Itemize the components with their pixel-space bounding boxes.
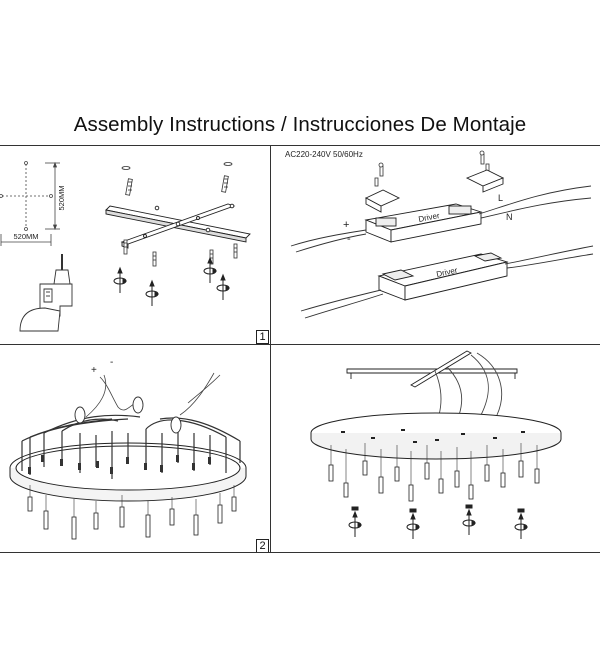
top-divider (0, 145, 600, 146)
input-wires (290, 185, 592, 253)
step-2-number: 2 (256, 539, 269, 552)
led-pendants-lower (27, 496, 237, 540)
lamp-arms (21, 414, 241, 479)
page-title: Assembly Instructions / Instrucciones De… (73, 113, 527, 136)
wire-connectors (74, 396, 182, 434)
minus-label: - (347, 233, 351, 245)
twist-lock-icons (348, 504, 528, 539)
disc-holes (341, 429, 525, 443)
vertical-divider (270, 145, 271, 552)
wire-L-label: L (498, 193, 503, 203)
step-2-minus: - (110, 357, 113, 368)
plus-label: + (343, 219, 349, 231)
step-2-plus: + (91, 365, 97, 376)
bottom-divider (0, 552, 600, 553)
disc-pendants (330, 443, 538, 485)
ceiling-screws (121, 162, 233, 196)
step-2-panel: + - (0, 345, 270, 552)
feed-wires (85, 372, 221, 418)
driver-upper (364, 169, 505, 243)
wire-N-label: N (506, 212, 513, 222)
pendant-rods (29, 485, 235, 517)
driver-lower (377, 252, 509, 301)
disc-pendant-bulbs (328, 460, 540, 502)
mounting-plan (0, 161, 60, 246)
canopy-disc (310, 412, 562, 460)
canopy-ring (9, 442, 247, 502)
driver-upper-label: Driver (418, 211, 441, 224)
rotate-icons (113, 256, 230, 306)
middle-divider (0, 344, 600, 345)
driver-screws (374, 150, 490, 187)
dim-horizontal-label: 520MM (13, 232, 38, 241)
ceiling-bracket (346, 350, 518, 388)
bracket-screws (123, 239, 238, 267)
final-assembly-panel (271, 345, 600, 552)
dim-vertical-label: 520MM (57, 185, 66, 210)
led-pendants-upper (28, 455, 211, 474)
suspension-cables (434, 352, 503, 416)
output-wires (300, 245, 594, 319)
cross-bracket (105, 203, 251, 249)
step-1-number: 1 (256, 330, 269, 344)
drill-illustration (19, 254, 73, 332)
driver-lower-label: Driver (436, 266, 459, 279)
wiring-panel: AC220-240V 50/60Hz Driver L (271, 146, 600, 344)
step-1-panel: 520MM 520MM (0, 146, 270, 344)
power-label: AC220-240V 50/60Hz (285, 150, 363, 159)
